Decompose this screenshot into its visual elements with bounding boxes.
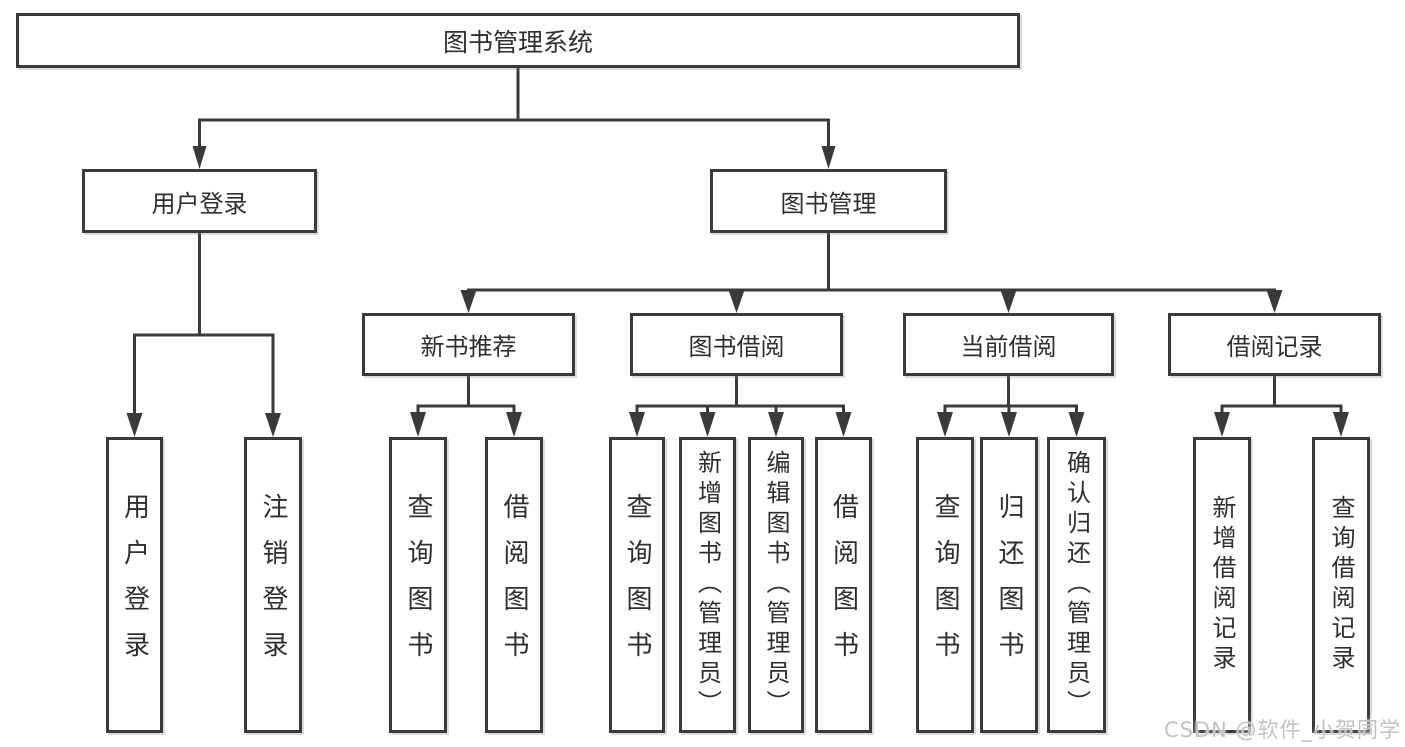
connector-user-login-branch	[126, 233, 281, 437]
node-current-borrow: 当前借阅	[903, 313, 1114, 376]
node-leaf-query-borrow-record: 查询借阅记录	[1312, 437, 1370, 733]
node-book-borrow: 图书借阅	[630, 313, 843, 376]
node-user-login: 用户登录	[82, 169, 317, 233]
connector-borrow-records-branch	[1214, 376, 1349, 437]
node-leaf-add-books-admin: 新增图书（管理员）	[679, 437, 736, 733]
node-leaf-borrow-books: 借阅图书	[815, 437, 872, 733]
node-leaf-edit-books-admin: 编辑图书（管理员）	[748, 437, 804, 733]
node-leaf-borrow-books-recommend: 借阅图书	[485, 437, 543, 733]
connector-new-book-branch	[410, 376, 522, 437]
node-leaf-confirm-return-admin: 确认归还（管理员）	[1047, 437, 1106, 733]
node-root-system: 图书管理系统	[16, 13, 1020, 68]
connector-current-borrow-branch	[937, 376, 1085, 437]
connector-root-to-level2	[192, 68, 836, 169]
node-leaf-query-books-current: 查询图书	[916, 437, 974, 733]
node-book-management: 图书管理	[710, 169, 947, 233]
node-new-book-recommend: 新书推荐	[362, 313, 575, 376]
connector-book-borrow-branch	[629, 376, 852, 437]
node-leaf-user-login: 用户登录	[106, 437, 163, 733]
node-borrow-records: 借阅记录	[1168, 313, 1381, 376]
node-leaf-query-books-recommend: 查询图书	[389, 437, 447, 733]
csdn-watermark: CSDN @软件_小贺同学	[1163, 718, 1401, 742]
node-leaf-add-borrow-record: 新增借阅记录	[1193, 437, 1251, 733]
connector-book-management-branch	[460, 233, 1283, 313]
node-leaf-logout: 注销登录	[244, 437, 302, 733]
node-leaf-query-books-borrow: 查询图书	[609, 437, 665, 733]
node-leaf-return-books: 归还图书	[980, 437, 1038, 733]
